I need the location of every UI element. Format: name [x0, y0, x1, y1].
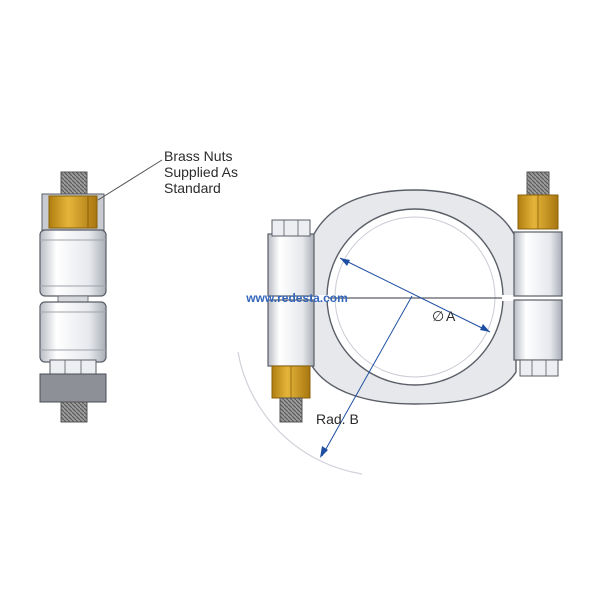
right-lug-lower: [513, 299, 563, 361]
lower-clamp-body: [39, 301, 107, 363]
label-diameter: A: [446, 308, 456, 324]
side-view: [39, 171, 107, 423]
left-thread-stud: [279, 397, 303, 423]
watermark-text: www.redesta.com: [245, 291, 348, 305]
right-lug-upper: [513, 231, 563, 297]
left-bolt-head: [271, 219, 311, 237]
brass-nut: [48, 195, 98, 229]
label-diameter-symbol: ∅: [432, 308, 444, 324]
clamp-bore: [326, 208, 504, 386]
bolt-head: [49, 359, 97, 375]
top-thread-stud: [60, 171, 88, 197]
right-bolt-head: [519, 359, 559, 377]
radius-arc: [237, 351, 363, 475]
bottom-thread-stud: [60, 401, 88, 423]
diameter-dimension-line: [339, 257, 491, 333]
label-brass-nuts-1: Brass Nuts: [164, 148, 232, 164]
label-radius: Rad. B: [316, 411, 359, 427]
radius-arrow-icon: [320, 446, 328, 458]
leader-line: [97, 159, 163, 201]
diameter-arrow-end-icon: [480, 324, 490, 332]
label-brass-nuts-3: Standard: [164, 180, 221, 196]
left-lug-lower: [267, 299, 315, 367]
label-brass-nuts-2: Supplied As: [164, 164, 238, 180]
left-lug-upper: [267, 233, 315, 297]
bottom-block: [39, 373, 107, 403]
radius-dimension-line: [321, 295, 413, 457]
right-thread-stud: [526, 171, 550, 197]
diameter-arrow-start-icon: [340, 258, 350, 266]
front-view: ∅ A Rad. B: [237, 171, 563, 475]
